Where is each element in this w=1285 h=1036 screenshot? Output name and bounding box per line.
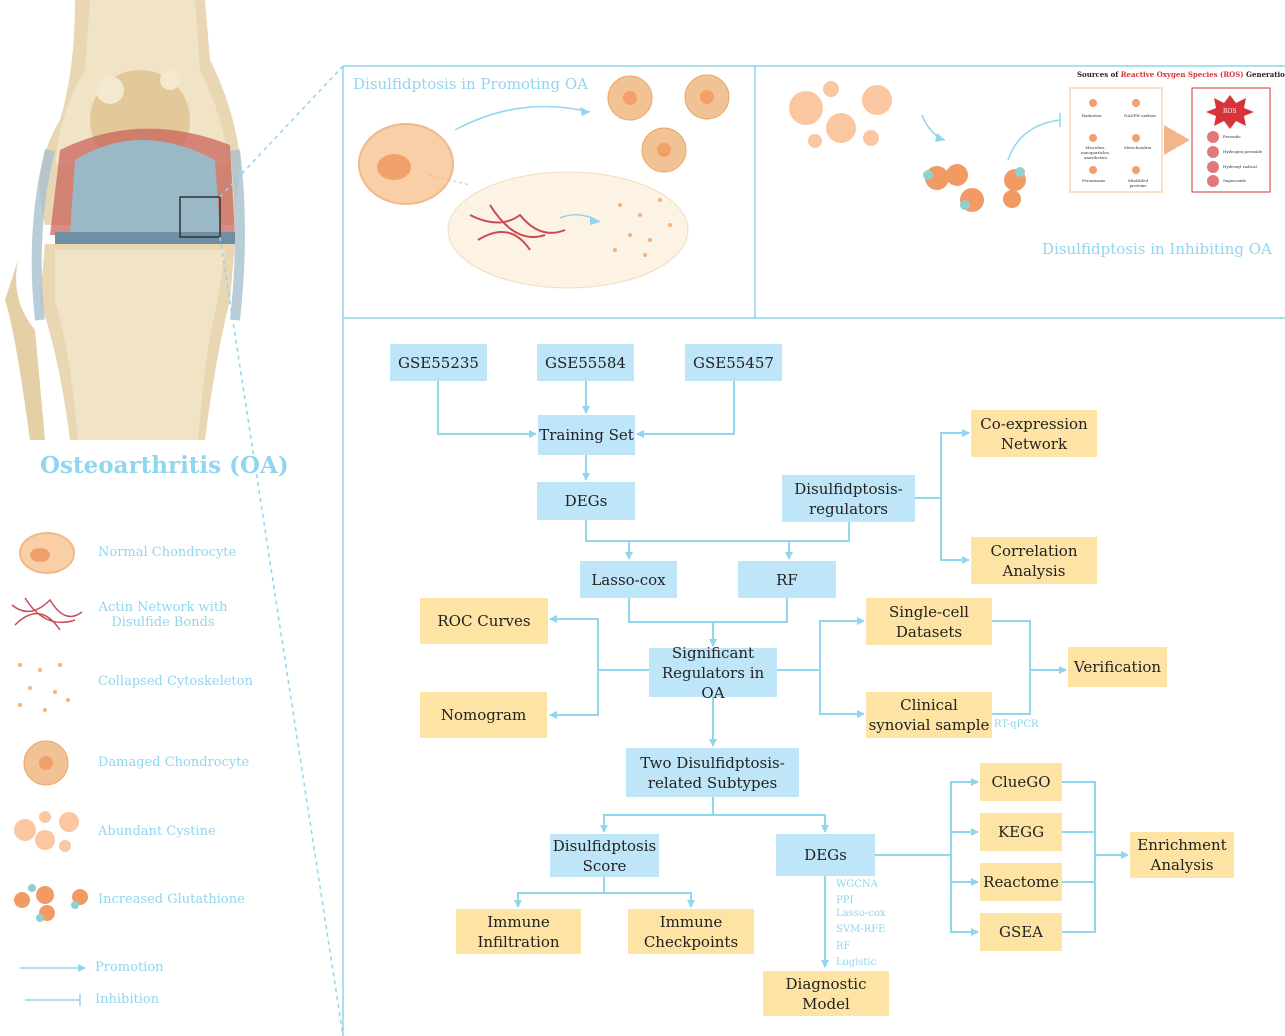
- ros-type-hydroxyl: Hydroxyl radical: [1223, 164, 1257, 169]
- gse55457-box: GSE55457: [685, 344, 782, 381]
- ros-label: ROS: [1223, 108, 1237, 115]
- roc-curves-box: ROC Curves: [420, 598, 548, 644]
- rf-box: RF: [738, 561, 836, 598]
- correlation-box: Correlation Analysis: [971, 537, 1097, 584]
- ros-title: Sources of Reactive Oxygen Species (ROS)…: [1077, 70, 1285, 79]
- rt-qpcr-label: RT-qPCR: [994, 719, 1038, 730]
- ros-source-peroxisome: Peroxisome: [1082, 178, 1105, 183]
- verification-box: Verification: [1068, 647, 1167, 687]
- legend-promotion: Promotion: [95, 960, 164, 975]
- nomogram-box: Nomogram: [420, 692, 547, 738]
- degs-box-2: DEGs: [776, 834, 875, 876]
- legend-inhibition: Inhibition: [95, 992, 159, 1007]
- ros-type-superoxide: Superoxide: [1223, 178, 1246, 183]
- ros-source-radiation: Radiation: [1082, 113, 1102, 118]
- ros-source-microbes: Microbes, nanoparticles, anesthetics: [1078, 145, 1113, 160]
- reactome-box: Reactome: [980, 863, 1062, 901]
- ros-source-nadph: NADPH oxidase: [1124, 113, 1156, 118]
- gse55584-box: GSE55584: [537, 344, 634, 381]
- legend-collapsed-cytoskeleton: Collapsed Cytoskeleton: [98, 674, 253, 689]
- ros-type-hydrogen-peroxide: Hydrogen peroxide: [1223, 149, 1262, 154]
- ros-type-peroxide: Peroxide: [1223, 134, 1241, 139]
- method-wgcna: WGCNA: [836, 877, 878, 893]
- ros-source-mitochondria: Mitochondria: [1124, 145, 1151, 150]
- legend-increased-glutathione: Increased Glutathione: [98, 892, 245, 907]
- method-logistic: Logistic: [836, 955, 876, 971]
- inhibiting-title: Disulfidptosis in Inhibiting OA: [1042, 240, 1272, 258]
- ros-source-misfolded: Misfolded proteins: [1124, 178, 1152, 188]
- kegg-box: KEGG: [980, 813, 1062, 851]
- legend-actin-network: Actin Network with Disulfide Bonds: [98, 600, 228, 630]
- cluego-box: ClueGO: [980, 763, 1062, 801]
- training-set-box: Training Set: [538, 415, 635, 455]
- gse55235-box: GSE55235: [390, 344, 487, 381]
- legend-normal-chondrocyte: Normal Chondrocyte: [98, 545, 236, 560]
- enrichment-box: Enrichment Analysis: [1130, 832, 1234, 878]
- oa-title: Osteoarthritis (OA): [40, 452, 289, 479]
- legend-damaged-chondrocyte: Damaged Chondrocyte: [98, 755, 249, 770]
- promoting-title: Disulfidptosis in Promoting OA: [353, 75, 588, 93]
- subtypes-box: Two Disulfidptosis- related Subtypes: [626, 748, 799, 797]
- clinical-sample-box: Clinical synovial sample: [866, 692, 992, 738]
- immune-infiltration-box: Immune Infiltration: [456, 909, 581, 954]
- method-lasso-cox: Lasso-cox: [836, 906, 886, 922]
- method-svm-rfe: SVM-RFE: [836, 922, 885, 938]
- degs-box-1: DEGs: [537, 482, 635, 520]
- gsea-box: GSEA: [980, 913, 1062, 951]
- diagnostic-model-box: Diagnostic Model: [763, 971, 889, 1016]
- lasso-cox-box: Lasso-cox: [580, 561, 677, 598]
- coexpression-box: Co-expression Network: [971, 410, 1097, 457]
- disulfidptosis-score-box: Disulfidptosis Score: [550, 834, 659, 877]
- single-cell-box: Single-cell Datasets: [866, 598, 992, 645]
- method-rf: RF: [836, 939, 850, 955]
- immune-checkpoints-box: Immune Checkpoints: [628, 909, 754, 954]
- significant-regulators-box: Significant Regulators in OA: [649, 648, 777, 697]
- regulators-box: Disulfidptosis- regulators: [782, 475, 915, 522]
- legend-abundant-cystine: Abundant Cystine: [98, 824, 216, 839]
